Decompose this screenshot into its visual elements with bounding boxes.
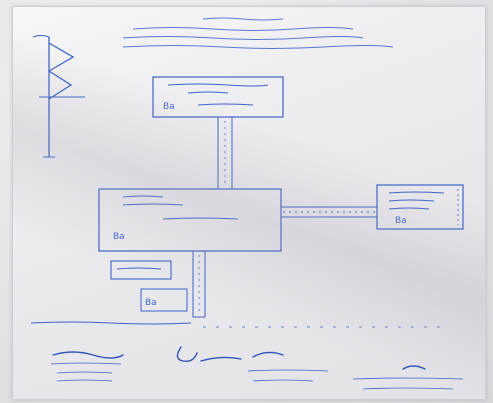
base-line — [30, 321, 443, 328]
signature-right — [352, 365, 464, 390]
vertical-path-top — [217, 116, 233, 190]
paper-sheet: Ba Ba — [12, 6, 486, 400]
horizontal-path — [281, 206, 377, 218]
signature-middle-right — [247, 351, 329, 382]
header-text-lines — [122, 17, 394, 49]
vertical-path-bottom — [192, 250, 206, 318]
signature-left — [50, 351, 124, 382]
site-map-drawing: Ba Ba — [30, 17, 464, 390]
small-block — [110, 260, 188, 312]
north-arrow-icon — [32, 35, 85, 158]
small-block-label: Ba — [145, 298, 157, 308]
signature-center — [176, 346, 242, 363]
right-block-label: Ba — [395, 216, 407, 226]
top-block-label: Ba — [163, 102, 175, 112]
main-block-label: Ba — [113, 232, 125, 242]
main-block — [98, 188, 282, 252]
right-block — [376, 184, 464, 230]
